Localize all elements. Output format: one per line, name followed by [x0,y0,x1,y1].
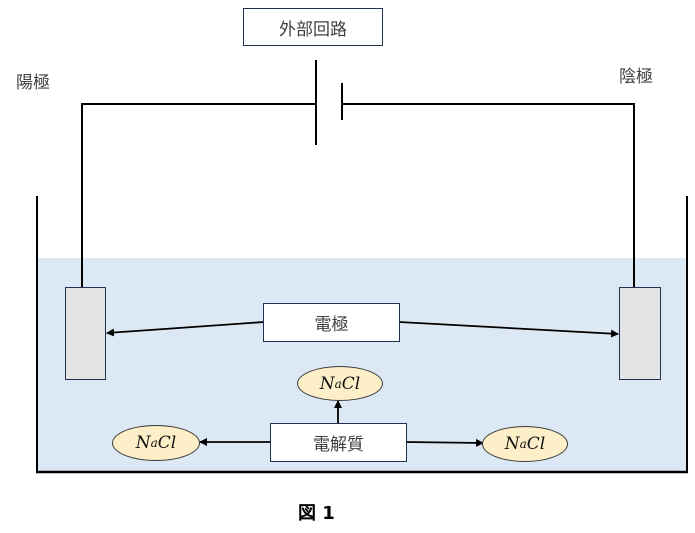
cathode-wire [342,103,635,287]
electrode-label: 電極 [263,303,400,342]
anode-wire [81,103,316,287]
ion-main: N [504,434,520,454]
anode-label: 陽極 [16,73,50,93]
external-circuit-label: 外部回路 [243,8,383,46]
figure-caption: 図 1 [298,503,335,524]
ion-rest: Cl [526,434,546,454]
arrow-to-cathode [398,321,619,338]
ion-rest: Cl [157,433,177,453]
ion-sub: a [150,436,158,450]
electrolyte-label: 電解質 [270,423,407,462]
ion-main: N [135,433,151,453]
ion-sub: a [519,437,527,451]
arrow-to-anode [106,321,265,337]
arrow-to-ion-right [405,438,484,447]
ion-main: N [319,373,335,394]
cathode-label: 陰極 [619,67,653,87]
cathode-electrode [619,287,661,380]
ion-sub: a [334,376,342,391]
anode-electrode [65,287,106,380]
ion-rest: Cl [341,373,361,394]
